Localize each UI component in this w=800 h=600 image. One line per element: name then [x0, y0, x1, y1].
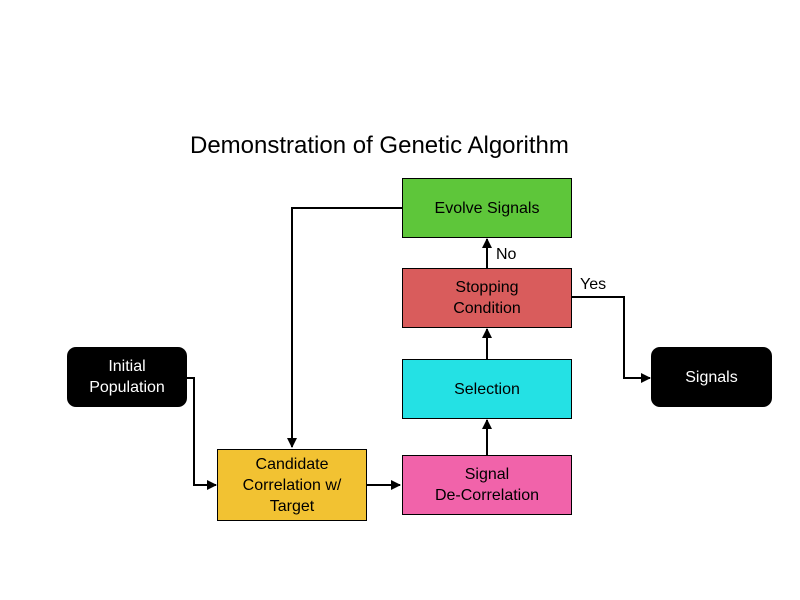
diagram-title: Demonstration of Genetic Algorithm — [190, 132, 569, 159]
node-initial-population: Initial Population — [67, 347, 187, 407]
node-candidate-correlation: Candidate Correlation w/ Target — [217, 449, 367, 521]
edge-stopping-to-signals — [571, 296, 651, 383]
node-stopping-condition-label: Stopping Condition — [453, 279, 521, 317]
node-selection: Selection — [402, 359, 572, 419]
edge-evolve-to-candidate — [287, 207, 402, 448]
node-candidate-correlation-label: Candidate Correlation w/ Target — [242, 455, 342, 515]
node-signal-decorrelation: Signal De-Correlation — [402, 455, 572, 515]
node-signals-label: Signals — [685, 368, 738, 386]
node-evolve-signals-label: Evolve Signals — [434, 199, 540, 217]
node-signal-decorrelation-label: Signal De-Correlation — [434, 466, 540, 504]
node-stopping-condition: Stopping Condition — [402, 268, 572, 328]
node-selection-label: Selection — [454, 380, 520, 398]
node-initial-population-label: Initial Population — [89, 358, 165, 396]
node-evolve-signals: Evolve Signals — [402, 178, 572, 238]
edge-initial-to-candidate — [187, 377, 217, 490]
edge-label-no: No — [496, 246, 517, 263]
edge-label-yes: Yes — [580, 276, 607, 293]
node-signals: Signals — [651, 347, 772, 407]
